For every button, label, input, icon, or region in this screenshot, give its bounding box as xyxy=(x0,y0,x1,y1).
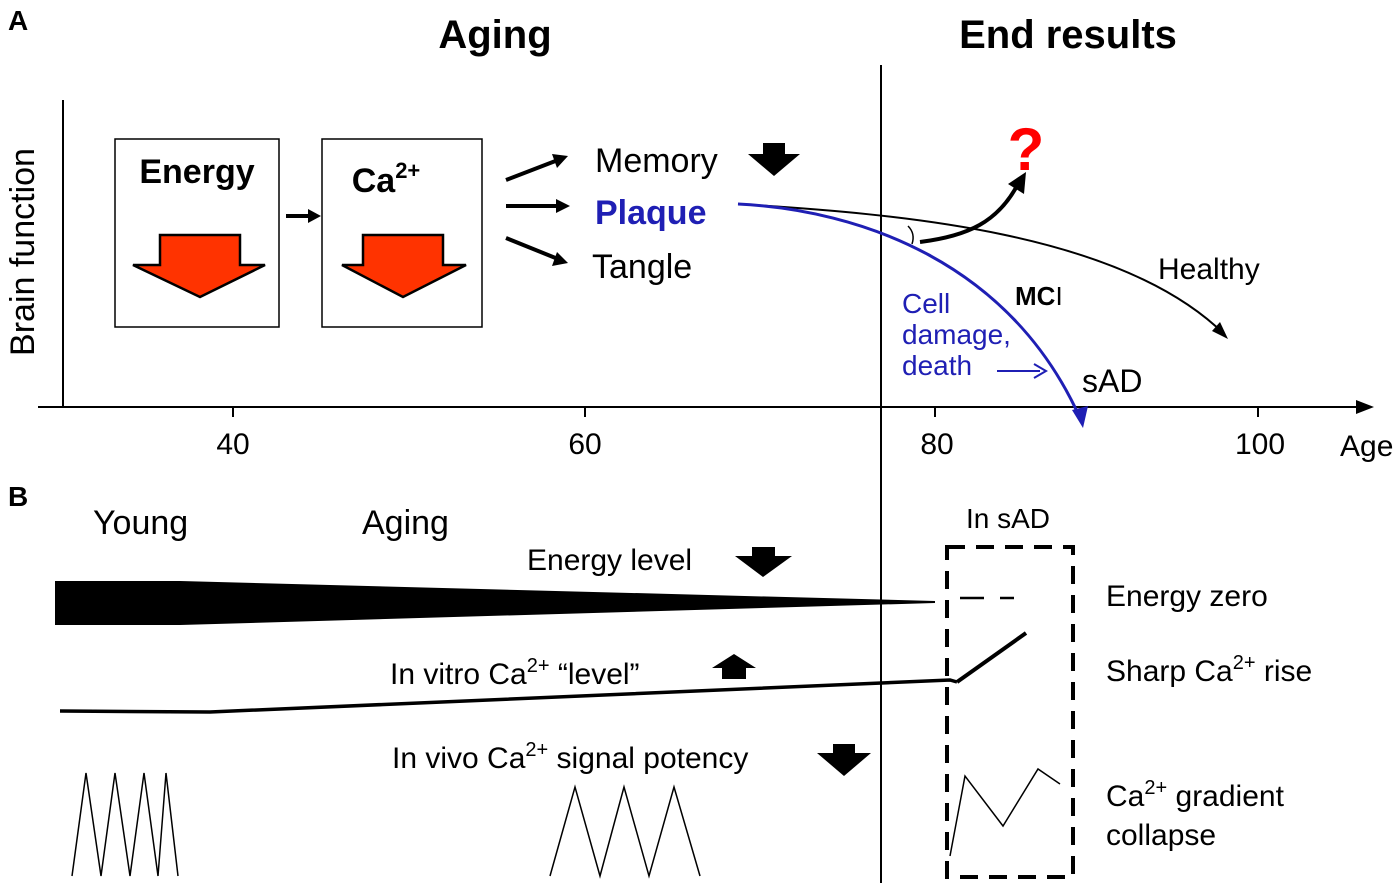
panel-a-label: A xyxy=(8,5,28,36)
arrow-head-icon xyxy=(556,199,570,213)
arrow-head-icon xyxy=(1033,363,1048,379)
down-arrow-icon xyxy=(817,744,871,776)
young-signal-wave xyxy=(71,772,179,877)
arrow-head-icon xyxy=(1212,322,1228,339)
sad-label: sAD xyxy=(1082,363,1142,399)
arrow-head-icon xyxy=(1008,172,1026,194)
down-arrow-icon xyxy=(341,233,467,299)
sharp-rise-line xyxy=(955,631,1028,684)
energy-zero-label: Energy zero xyxy=(1106,580,1268,613)
question-mark: ? xyxy=(1008,116,1045,183)
healthy-curve xyxy=(737,203,1225,335)
in-vitro-line xyxy=(59,678,958,714)
arrow-head-icon xyxy=(552,154,568,168)
arrow-to-tangle xyxy=(505,236,559,261)
down-arrow-icon xyxy=(735,547,792,577)
arrow-head-icon xyxy=(552,252,568,266)
angle-arc xyxy=(907,225,914,245)
cell-damage-line: damage, xyxy=(902,319,1011,350)
gradient-label-line2: collapse xyxy=(1106,819,1216,852)
header-end-results: End results xyxy=(959,13,1177,57)
young-label: Young xyxy=(93,504,188,542)
down-arrow-icon xyxy=(748,143,800,176)
question-arrow xyxy=(919,183,1020,244)
cell-damage-line: death xyxy=(902,350,972,381)
right-arrow-icon xyxy=(308,209,321,223)
up-arrow-icon xyxy=(712,654,756,679)
tangle-label: Tangle xyxy=(592,248,692,286)
aging-label: Aging xyxy=(362,504,449,542)
x-tick-label: 100 xyxy=(1235,428,1285,461)
gradient-label-line1: Ca2+ gradient xyxy=(1106,777,1285,813)
header-aging: Aging xyxy=(438,13,551,57)
x-tick-label: 60 xyxy=(568,428,601,461)
memory-label: Memory xyxy=(595,142,718,180)
mci-label: MCI xyxy=(1015,281,1063,311)
down-arrow-icon xyxy=(132,233,266,299)
energy-box-title: Energy xyxy=(139,153,254,191)
in-vivo-label: In vivo Ca2+ signal potency xyxy=(392,739,748,775)
x-tick-label: 80 xyxy=(920,428,953,461)
healthy-label: Healthy xyxy=(1158,253,1260,286)
in-sad-label: In sAD xyxy=(966,503,1050,534)
sad-dashed-box xyxy=(945,545,1075,879)
y-axis-label: Brain function xyxy=(4,148,42,356)
cell-damage-line: Cell xyxy=(902,288,950,319)
energy-level-label: Energy level xyxy=(527,544,692,577)
energy-wedge xyxy=(55,581,935,625)
in-vitro-label: In vitro Ca2+ “level” xyxy=(390,655,640,691)
sharp-rise-label: Sharp Ca2+ rise xyxy=(1106,652,1312,688)
arrow-head-icon xyxy=(1072,406,1088,428)
x-axis-label: Age xyxy=(1340,430,1393,463)
arrow-to-memory xyxy=(505,158,559,182)
calcium-box-title: Ca2+ xyxy=(352,158,421,200)
plaque-label: Plaque xyxy=(595,194,706,232)
aging-signal-wave xyxy=(549,784,701,879)
panel-b-label: B xyxy=(8,481,28,512)
collapse-signal-wave xyxy=(949,767,1061,857)
x-axis-arrow-icon xyxy=(1356,400,1374,414)
x-tick-label: 40 xyxy=(216,428,249,461)
sad-curve xyxy=(737,202,1082,419)
